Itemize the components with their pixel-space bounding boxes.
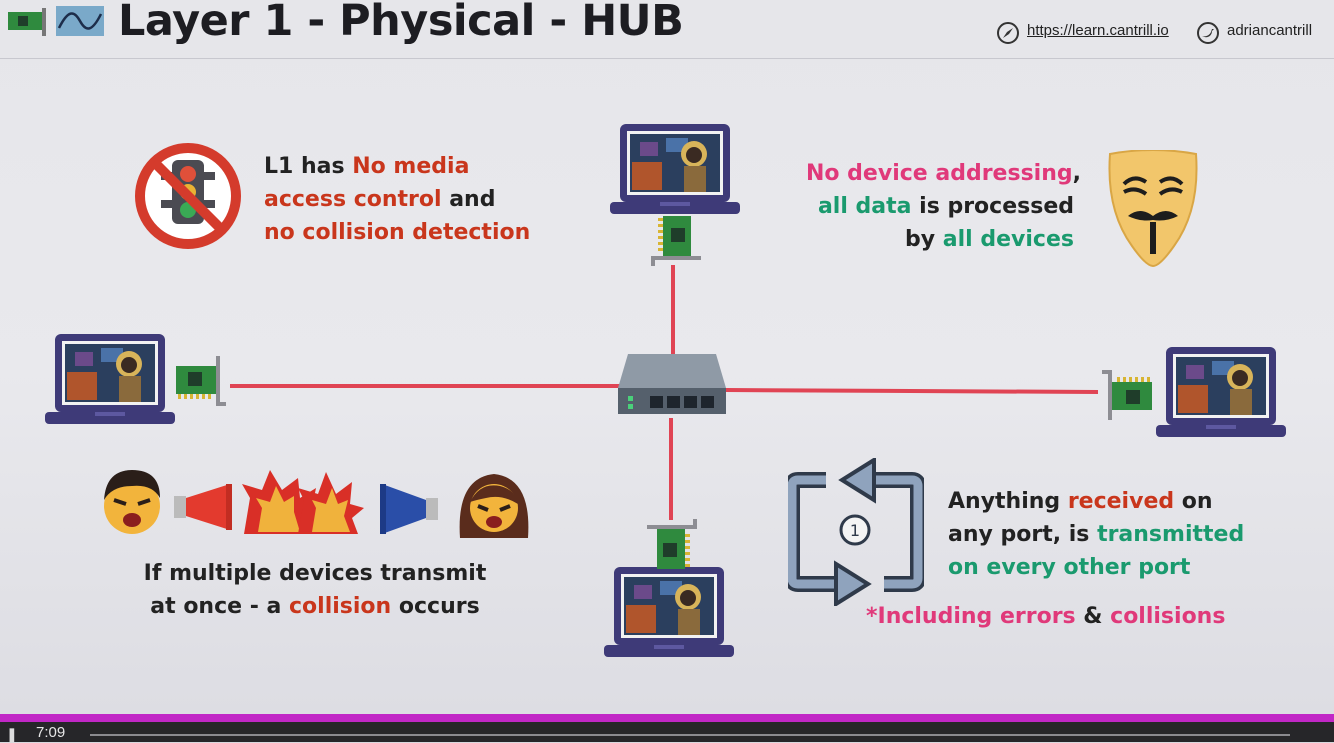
explosion-icon: [240, 468, 366, 536]
network-card-right: [1100, 366, 1156, 422]
anonymous-mask-icon: [1104, 150, 1202, 268]
pause-icon[interactable]: ❚: [6, 726, 18, 743]
laptop-top: [610, 122, 740, 220]
red-megaphone-icon: [172, 482, 234, 532]
progress-bar[interactable]: [0, 714, 1334, 722]
note-no-mac: L1 has No media access control and no co…: [264, 150, 530, 249]
laptop-bottom: [604, 565, 734, 663]
network-card-left: [172, 354, 228, 410]
seek-track[interactable]: [90, 734, 1290, 736]
laptop-right: [1156, 345, 1286, 443]
note-errors-collisions: *Including errors & collisions: [866, 600, 1225, 633]
hub-device: [616, 352, 728, 418]
angry-man-icon: [100, 464, 164, 536]
note-no-addressing: No device addressing, all data is proces…: [806, 157, 1074, 256]
blue-megaphone-icon: [378, 482, 440, 536]
network-card-bottom: [645, 517, 701, 573]
repeat-badge: 1: [850, 521, 860, 540]
laptop-left: [45, 332, 175, 430]
note-collision: If multiple devices transmit at once - a…: [120, 557, 510, 623]
repeat-icon: 1: [788, 458, 924, 606]
cable-right: [726, 390, 1098, 392]
note-broadcast: Anything received on any port, is transm…: [948, 485, 1244, 584]
network-card-top: [647, 212, 703, 268]
angry-woman-icon: [456, 468, 532, 540]
playback-time: 7:09: [36, 724, 65, 741]
no-traffic-light-icon: [132, 140, 244, 252]
